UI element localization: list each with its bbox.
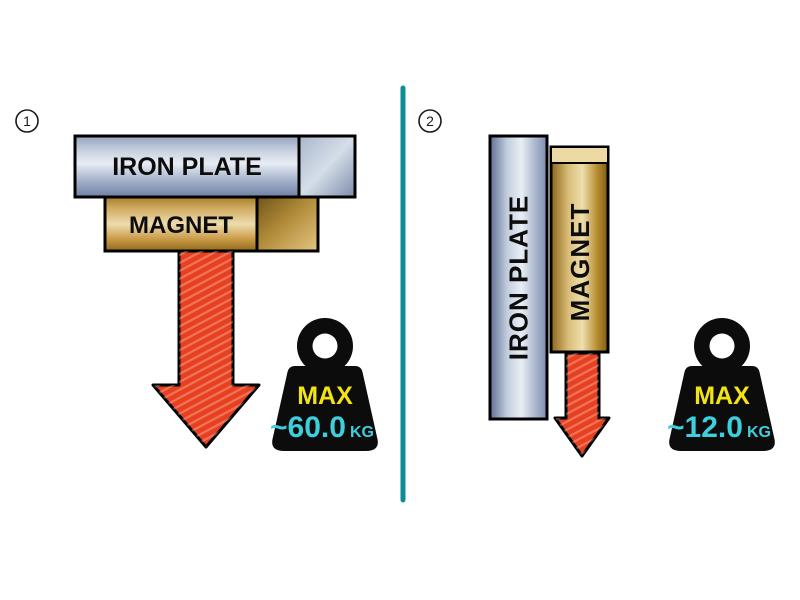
iron-plate-2: IRON PLATE	[488, 134, 549, 421]
max-label-1: MAX	[297, 382, 353, 410]
weight-body	[272, 366, 378, 451]
weight-value-2-unit: KG	[747, 424, 771, 441]
iron-plate-2-label: IRON PLATE	[504, 195, 534, 361]
magnet-1-label: MAGNET	[129, 212, 233, 239]
weight-value-2-number: ~12.0	[667, 411, 743, 444]
max-label-2: MAX	[694, 382, 750, 410]
weight-body	[669, 366, 775, 451]
panel-2-number-badge	[418, 109, 442, 133]
weight-value-1-number: ~60.0	[270, 411, 346, 444]
arrow-scribble-texture	[153, 251, 259, 447]
panel-1-number: 1	[23, 113, 31, 129]
arrow-scribble-texture	[555, 353, 609, 456]
weight-ring-hole	[709, 333, 735, 359]
pull-force-arrow-1	[151, 249, 261, 449]
iron-plate-1-end-face	[297, 134, 357, 199]
magnet-2-top-face	[550, 146, 609, 164]
panel-2-number: 2	[426, 113, 434, 129]
iron-plate-2-body	[488, 134, 549, 421]
magnet-2-label: MAGNET	[565, 203, 595, 322]
pull-force-arrow-2	[553, 351, 611, 458]
weight-ring-hole	[312, 333, 338, 359]
panel-1-number-badge	[15, 109, 39, 133]
weight-value-1-unit: KG	[350, 424, 374, 441]
magnet-1-end-face	[255, 195, 320, 253]
magnet-1: MAGNET	[103, 195, 320, 253]
magnet-2: MAGNET	[549, 145, 610, 354]
iron-plate-1-label: IRON PLATE	[112, 153, 262, 181]
iron-plate-1: IRON PLATE	[73, 134, 357, 199]
